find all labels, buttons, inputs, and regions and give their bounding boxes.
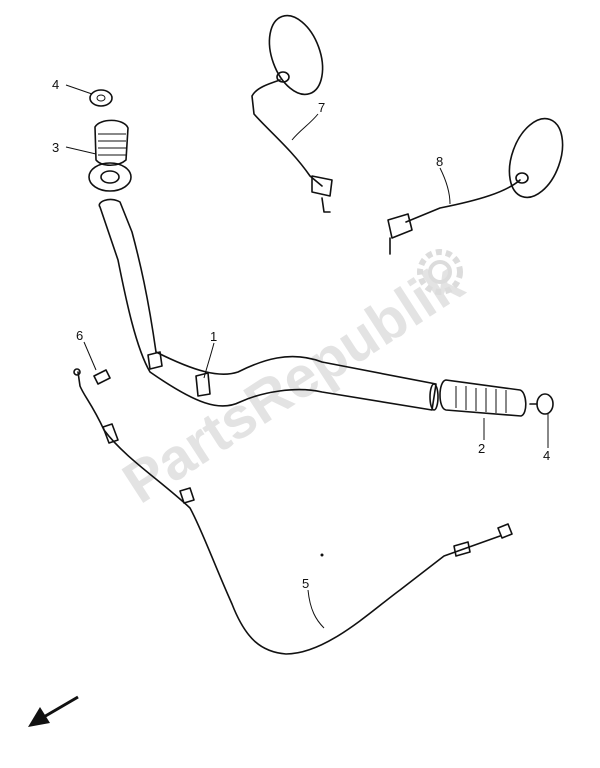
callout-7: 7 (318, 100, 325, 115)
stray-mark (320, 553, 324, 557)
cable-clamp (93, 369, 111, 385)
callout-4-left: 4 (52, 77, 59, 92)
handlebar (98, 198, 439, 411)
gear-icon (417, 249, 463, 295)
callout-1: 1 (210, 329, 217, 344)
left-grip (88, 119, 132, 192)
callout-4-right: 4 (543, 448, 550, 463)
callout-5: 5 (302, 576, 309, 591)
callout-2: 2 (478, 441, 485, 456)
throttle-cable (73, 368, 513, 655)
callout-3: 3 (52, 140, 59, 155)
callout-8: 8 (436, 154, 443, 169)
front-direction-arrow-icon (28, 695, 79, 727)
leader-lines (65, 84, 549, 629)
right-grip (439, 379, 527, 417)
mirror-left (251, 14, 333, 213)
grip-end-right (529, 393, 554, 415)
grip-end-left (89, 89, 113, 107)
callout-6: 6 (76, 328, 83, 343)
mirror-right (387, 117, 564, 255)
